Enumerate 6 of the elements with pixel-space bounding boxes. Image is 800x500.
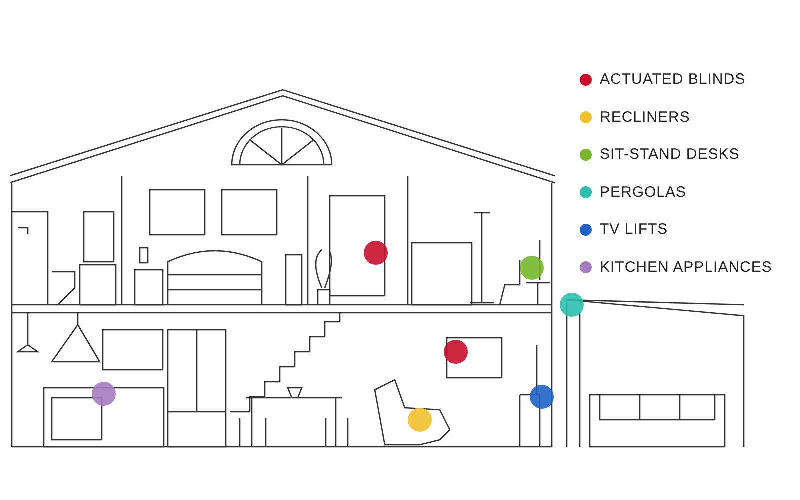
legend-label: TV LIFTS	[600, 221, 668, 239]
legend-label: RECLINERS	[600, 108, 690, 126]
legend-label: PERGOLAS	[600, 184, 687, 202]
legend-label: SIT-STAND DESKS	[600, 146, 740, 164]
legend-label: ACTUATED BLINDS	[600, 71, 746, 89]
legend-label: KITCHEN APPLIANCES	[600, 258, 772, 276]
